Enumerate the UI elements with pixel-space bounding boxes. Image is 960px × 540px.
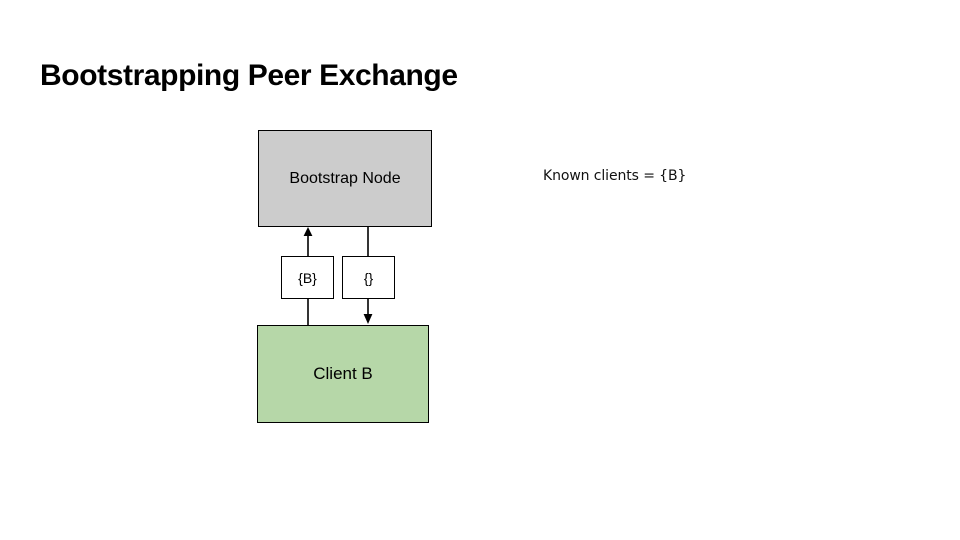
arrowhead-up [303, 227, 313, 236]
node-client-b[interactable]: Client B [257, 325, 429, 423]
edge-label-bootstrap-to-client-b[interactable]: {} [342, 256, 395, 299]
page-title: Bootstrapping Peer Exchange [40, 59, 458, 92]
edge-label-up-text: {B} [298, 269, 317, 286]
node-bootstrap-node-label: Bootstrap Node [289, 169, 401, 187]
annotation-known-clients: Known clients = {B} [543, 168, 687, 184]
edge-label-client-b-to-bootstrap[interactable]: {B} [281, 256, 334, 299]
edge-label-down-text: {} [363, 269, 374, 286]
node-bootstrap-node[interactable]: Bootstrap Node [258, 130, 432, 227]
node-client-b-label: Client B [313, 364, 373, 383]
arrowhead-down [363, 314, 373, 324]
